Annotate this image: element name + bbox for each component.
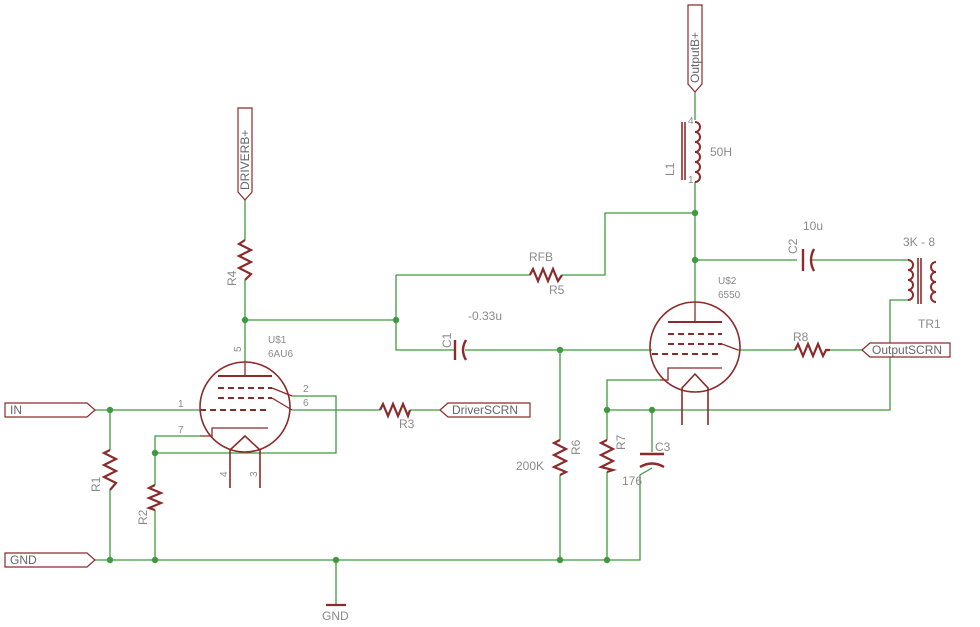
r8-label: R8 <box>793 330 809 344</box>
resistor-r6[interactable]: R6 200K <box>516 439 583 476</box>
ground-symbol: GND <box>322 603 349 623</box>
r5-value: RFB <box>529 250 553 264</box>
u2-label: U$2 <box>718 276 737 287</box>
u1-pin-4: 4 <box>219 471 230 477</box>
resistor-r7[interactable]: R7 <box>597 434 628 474</box>
c3-label: C3 <box>655 440 671 454</box>
capacitor-c2[interactable]: C2 10u <box>786 219 823 272</box>
r7-label: R7 <box>614 434 628 450</box>
tube-u2[interactable]: U$2 6550 <box>649 276 741 425</box>
transformer-tr1[interactable]: 3K - 8 TR1 <box>903 235 941 331</box>
port-output-bplus-label: OutputB+ <box>688 32 702 83</box>
port-gnd[interactable]: GND <box>4 552 96 568</box>
u1-pin-7: 7 <box>178 425 184 436</box>
port-driver-bplus[interactable]: DRIVERB+ <box>237 107 253 201</box>
r3-label: R3 <box>399 417 415 431</box>
u1-value: 6AU6 <box>268 349 293 360</box>
c2-value: 10u <box>803 219 823 233</box>
u1-pin-2: 2 <box>303 384 309 395</box>
l1-value: 50H <box>710 145 732 159</box>
port-driver-scrn[interactable]: DriverSCRN <box>439 402 531 418</box>
u2-value: 6550 <box>718 290 741 301</box>
port-gnd-label: GND <box>10 553 37 567</box>
port-output-bplus[interactable]: OutputB+ <box>687 4 703 93</box>
u1-pin-5: 5 <box>233 346 244 352</box>
c3-value: 176 <box>622 474 642 488</box>
wires <box>95 92 908 605</box>
r5-label: R5 <box>549 283 565 297</box>
port-in[interactable]: IN <box>4 402 96 418</box>
l1-label: L1 <box>663 162 677 176</box>
r6-label: R6 <box>569 439 583 455</box>
tr1-value: 3K - 8 <box>903 235 935 249</box>
r1-label: R1 <box>89 476 103 492</box>
capacitor-c1[interactable]: C1 -0.33u <box>440 309 502 361</box>
junctions <box>106 209 699 564</box>
u1-label: U$1 <box>268 335 287 346</box>
resistor-r5[interactable]: RFB R5 <box>529 250 565 297</box>
port-driver-bplus-label: DRIVERB+ <box>238 130 252 190</box>
u1-pin-6: 6 <box>303 398 309 409</box>
tr1-label: TR1 <box>918 317 941 331</box>
u1-pin-3: 3 <box>249 471 260 477</box>
r4-label: R4 <box>225 270 239 286</box>
resistor-r1[interactable]: R1 <box>89 449 119 492</box>
resistor-r2[interactable]: R2 <box>136 484 164 525</box>
c2-label: C2 <box>786 238 800 254</box>
resistor-r4[interactable]: R4 <box>225 239 254 286</box>
resistor-r8[interactable]: R8 <box>793 330 830 359</box>
capacitor-c3[interactable]: C3 176 <box>622 440 671 488</box>
inductor-l1[interactable]: L1 50H 4 1 <box>663 116 732 186</box>
port-driver-scrn-label: DriverSCRN <box>452 403 518 417</box>
port-output-scrn-label: OutputSCRN <box>872 343 942 357</box>
l1-pin-4: 4 <box>688 116 694 127</box>
resistor-r3[interactable]: R3 <box>379 401 415 431</box>
r6-value: 200K <box>516 459 544 473</box>
c1-value: -0.33u <box>468 309 502 323</box>
tube-u1[interactable]: U$1 6AU6 5 1 2 6 7 4 3 <box>178 335 309 488</box>
ground-symbol-label: GND <box>322 609 349 623</box>
u1-pin-1: 1 <box>178 399 184 410</box>
port-output-scrn[interactable]: OutputSCRN <box>861 342 951 358</box>
r2-label: R2 <box>136 509 150 525</box>
port-in-label: IN <box>10 403 22 417</box>
c1-label: C1 <box>440 332 454 348</box>
l1-pin-1: 1 <box>688 175 694 186</box>
